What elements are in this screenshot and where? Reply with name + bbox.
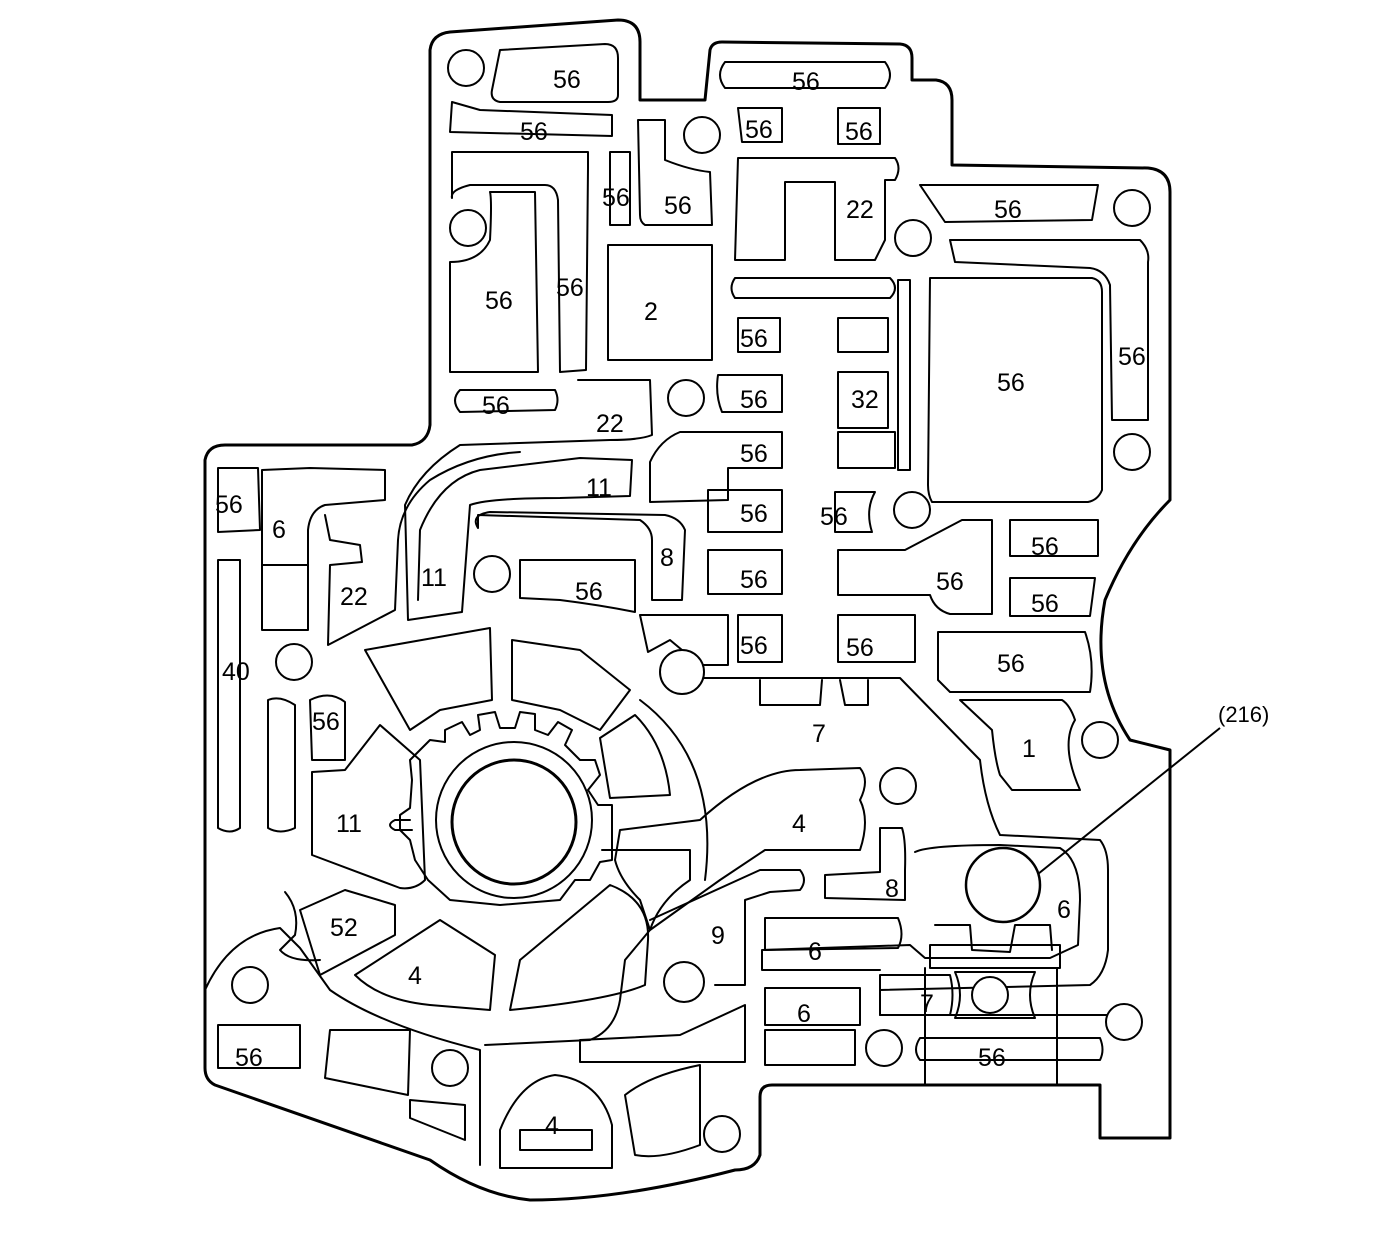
- bolt-hole: [659, 649, 705, 695]
- passage-label: 4: [792, 810, 806, 838]
- passage-label: 11: [336, 810, 362, 838]
- bolt-hole: [1113, 189, 1151, 227]
- passage-label: 56: [740, 632, 768, 660]
- gasket-outline: [203, 18, 1172, 1202]
- passage-label: 2: [644, 298, 658, 326]
- pump-gear-cutout: [389, 711, 613, 906]
- passage-label: 56: [520, 118, 548, 146]
- passage-label: 7: [920, 990, 934, 1018]
- passage-label: 56: [740, 386, 768, 414]
- bolt-hole: [893, 491, 931, 529]
- callout-label: (216): [1218, 702, 1269, 727]
- passage-label: 6: [808, 938, 822, 966]
- bolt-hole: [703, 1115, 741, 1153]
- bolt-hole: [971, 976, 1009, 1014]
- passage-label: 7: [812, 720, 826, 748]
- passage-label: 56: [312, 708, 340, 736]
- passage-label: 32: [851, 386, 879, 414]
- passage-label: 56: [845, 118, 873, 146]
- bolt-hole: [231, 966, 269, 1004]
- passage-label: 22: [846, 196, 874, 224]
- passage-label: 6: [272, 516, 286, 544]
- passage-label: 56: [792, 68, 820, 96]
- check-ball-216: [964, 846, 1042, 924]
- passage-label: 22: [340, 583, 368, 611]
- passage-label: 56: [740, 325, 768, 353]
- passage-label: 52: [330, 914, 358, 942]
- bolt-hole: [1081, 721, 1119, 759]
- passage-label: 4: [545, 1112, 559, 1140]
- passage-label: 4: [408, 962, 422, 990]
- passage-label: 1: [1022, 735, 1036, 763]
- bolt-hole: [275, 643, 313, 681]
- passage-label: 56: [1118, 343, 1146, 371]
- passage-label: 56: [936, 568, 964, 596]
- passage-label: 9: [711, 922, 725, 950]
- callout-leader-line: [1037, 727, 1221, 875]
- passage-label: 56: [820, 503, 848, 531]
- bolt-hole: [1113, 433, 1151, 471]
- passage-label: 56: [740, 440, 768, 468]
- bolt-hole: [447, 49, 485, 87]
- passage-label: 56: [740, 566, 768, 594]
- bolt-hole: [667, 379, 705, 417]
- passage-label: 56: [740, 500, 768, 528]
- pump-bore-outer: [435, 741, 593, 899]
- passage-label: 56: [994, 196, 1022, 224]
- passage-label: 56: [997, 650, 1025, 678]
- passage-label: 56: [602, 184, 630, 212]
- passage-label: 56: [215, 491, 243, 519]
- passage-label: 56: [575, 578, 603, 606]
- bolt-hole: [879, 767, 917, 805]
- passage-labels: 56 56 56 56 56 56 56 22 56 56 2 56 56 56…: [215, 66, 1146, 1140]
- passage-label: 56: [745, 116, 773, 144]
- passage-label: 56: [978, 1044, 1006, 1072]
- passage-label: 6: [797, 1000, 811, 1028]
- bolt-hole: [894, 219, 932, 257]
- passage-label: 11: [586, 474, 612, 502]
- pump-bore-inner: [450, 758, 578, 886]
- passage-label: 22: [596, 410, 624, 438]
- passage-label: 56: [482, 392, 510, 420]
- passage-label: 56: [485, 287, 513, 315]
- passage-label: 56: [1031, 590, 1059, 618]
- passage-label: 8: [885, 875, 899, 903]
- passage-label: 56: [846, 634, 874, 662]
- passage-label: 56: [997, 369, 1025, 397]
- bolt-hole: [865, 1029, 903, 1067]
- passage-label: 40: [222, 658, 250, 686]
- passage-label: 56: [1031, 533, 1059, 561]
- passage-label: 56: [556, 274, 584, 302]
- passage-label: 56: [664, 192, 692, 220]
- passage-label: 56: [235, 1044, 263, 1072]
- passage-label: 56: [553, 66, 581, 94]
- bolt-hole: [449, 209, 487, 247]
- passage-label: 6: [1057, 896, 1071, 924]
- bolt-hole: [473, 555, 511, 593]
- bolt-hole: [431, 1049, 469, 1087]
- bolt-hole: [683, 116, 721, 154]
- bolt-hole: [1105, 1003, 1143, 1041]
- passage-label: 8: [660, 544, 674, 572]
- passage-label: 11: [421, 564, 447, 592]
- bolt-holes: [231, 49, 1151, 1153]
- bolt-hole: [663, 961, 705, 1003]
- passage-channels: [204, 43, 1150, 1169]
